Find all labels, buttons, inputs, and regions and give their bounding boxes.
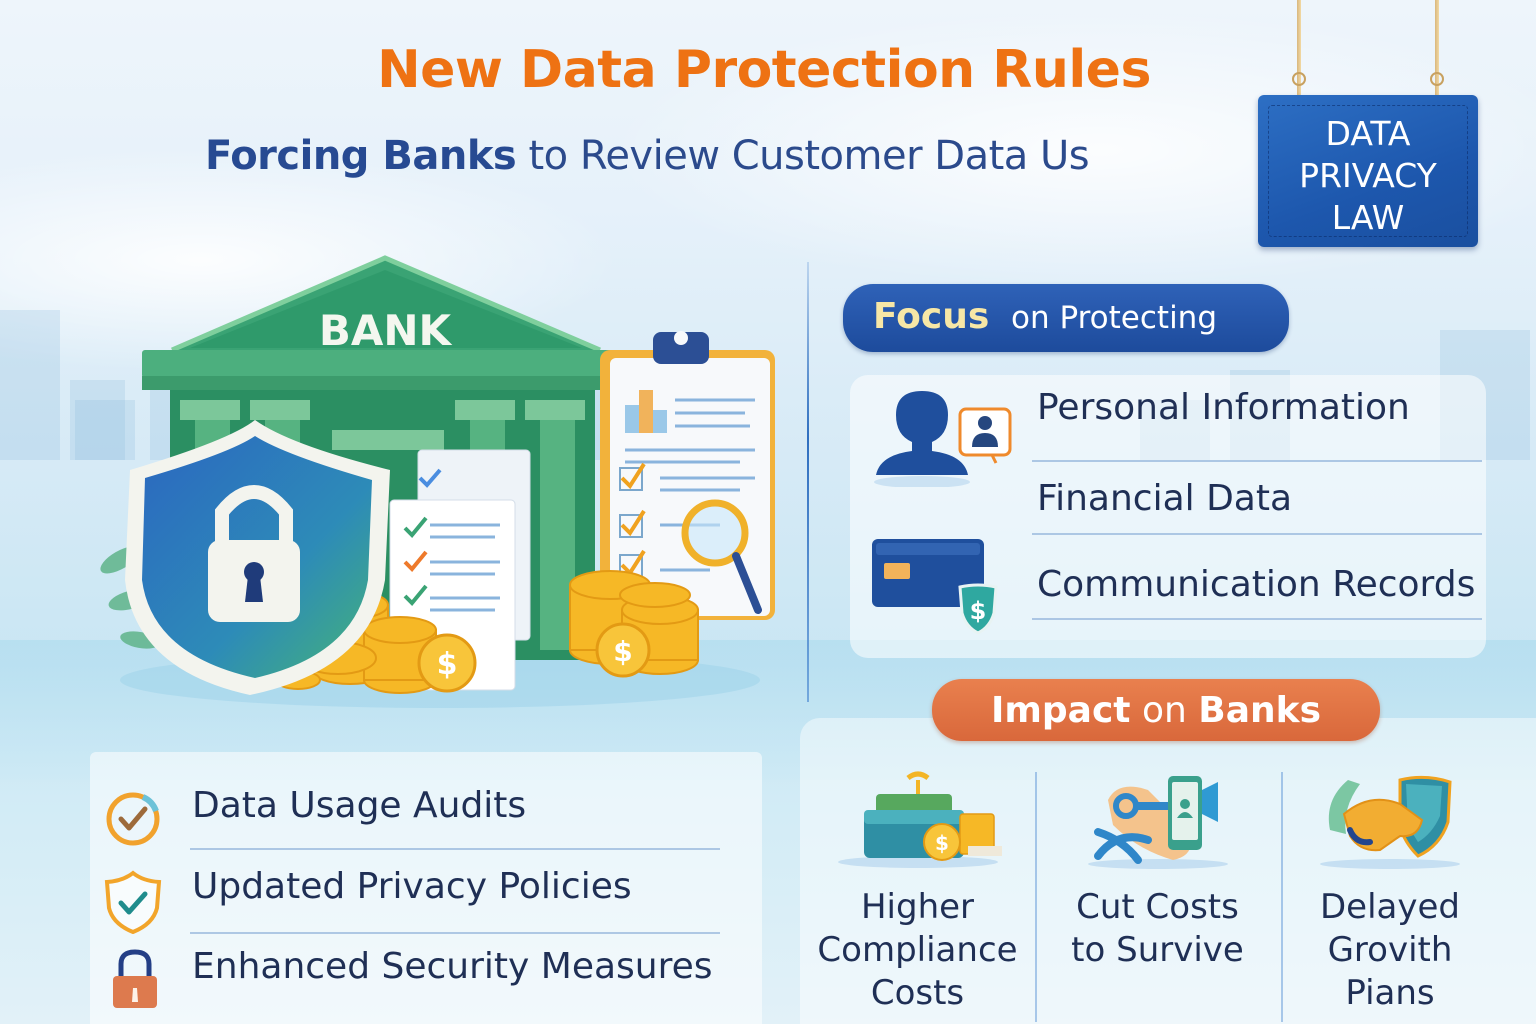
sign-line-2: PRIVACY	[1299, 156, 1437, 195]
page-subtitle: Forcing Banks to Review Customer Data Us	[205, 133, 1090, 179]
svg-text:$: $	[935, 831, 949, 855]
impact-on-banks-heading: Impact on Banks	[932, 679, 1380, 741]
sign-border	[1268, 105, 1468, 237]
measure-label: Data Usage Audits	[192, 785, 527, 826]
impact-label: Cut Costs to Survive	[1071, 887, 1244, 970]
sign-ring-right	[1430, 72, 1444, 86]
sign-ring-left	[1292, 72, 1306, 86]
impact-item-higher-compliance-costs: $ Higher Compliance Costs	[810, 770, 1025, 1024]
svg-text:$: $	[437, 647, 458, 682]
sign-line-1: DATA	[1325, 114, 1411, 153]
svg-text:$: $	[970, 597, 987, 625]
magnifying-glass-icon	[681, 499, 762, 614]
sign-line-3: LAW	[1331, 198, 1405, 237]
handshake-shield-icon	[1320, 775, 1460, 869]
measures-panel	[90, 752, 762, 1024]
subtitle-emphasis: Forcing Banks	[205, 133, 517, 179]
sign-rope-left	[1297, 0, 1301, 100]
focus-items-card: $ Personal Information Financial Data Co…	[850, 375, 1486, 658]
page-title: New Data Protection Rules	[377, 40, 1151, 100]
impact-heading-bold-2: Banks	[1198, 690, 1321, 731]
svg-text:$: $	[613, 635, 632, 668]
focus-on-protecting-heading: Focus on Protecting	[843, 284, 1289, 352]
subtitle-rest: to Review Customer Data Us	[516, 133, 1090, 179]
measures-divider	[190, 932, 720, 934]
impact-label: Delayed Grovith Pians	[1319, 887, 1460, 1013]
person-profile-icon	[874, 391, 1012, 487]
focus-divider	[1032, 533, 1482, 535]
focus-item-financial-data: Financial Data	[1037, 478, 1293, 519]
measures-divider	[190, 848, 720, 850]
impact-heading-mid: on	[1130, 690, 1199, 731]
focus-divider	[1032, 460, 1482, 462]
shield-check-icon	[104, 870, 162, 934]
focus-divider	[1032, 618, 1482, 620]
focus-heading-bold: Focus	[873, 296, 990, 337]
impact-item-cut-costs-to-survive: Cut Costs to Survive	[1045, 770, 1270, 1024]
focus-heading-rest: on Protecting	[1011, 300, 1218, 336]
impact-item-delayed-growth-plans: Delayed Grovith Pians	[1290, 770, 1490, 1024]
impact-heading-bold-1: Impact	[991, 690, 1131, 731]
impact-label: Higher Compliance Costs	[817, 887, 1018, 1013]
padlock-icon	[113, 949, 157, 1008]
impact-panel	[800, 718, 1536, 1024]
impact-divider	[1281, 772, 1283, 1022]
measure-label: Updated Privacy Policies	[192, 866, 632, 907]
shield-lock-icon	[125, 420, 390, 695]
impact-heading-text: Impact on Banks	[932, 690, 1380, 731]
sign-rope-right	[1435, 0, 1439, 100]
svg-text:BANK: BANK	[319, 306, 453, 355]
focus-item-communication-records: Communication Records	[1037, 564, 1476, 605]
scissors-phone-icon	[1087, 776, 1228, 869]
impact-divider	[1035, 772, 1037, 1022]
data-privacy-law-sign: DATA PRIVACY LAW	[1258, 95, 1478, 247]
focus-item-personal-information: Personal Information	[1037, 387, 1410, 428]
sign-text: DATA PRIVACY LAW	[1258, 113, 1478, 239]
measure-label: Enhanced Security Measures	[192, 946, 713, 987]
credit-card-shield-icon: $	[872, 539, 998, 635]
bank-security-illustration: BANK	[100, 255, 775, 708]
wallet-coins-icon: $	[837, 771, 1002, 868]
section-divider	[807, 262, 809, 702]
check-circle-icon	[106, 792, 160, 846]
